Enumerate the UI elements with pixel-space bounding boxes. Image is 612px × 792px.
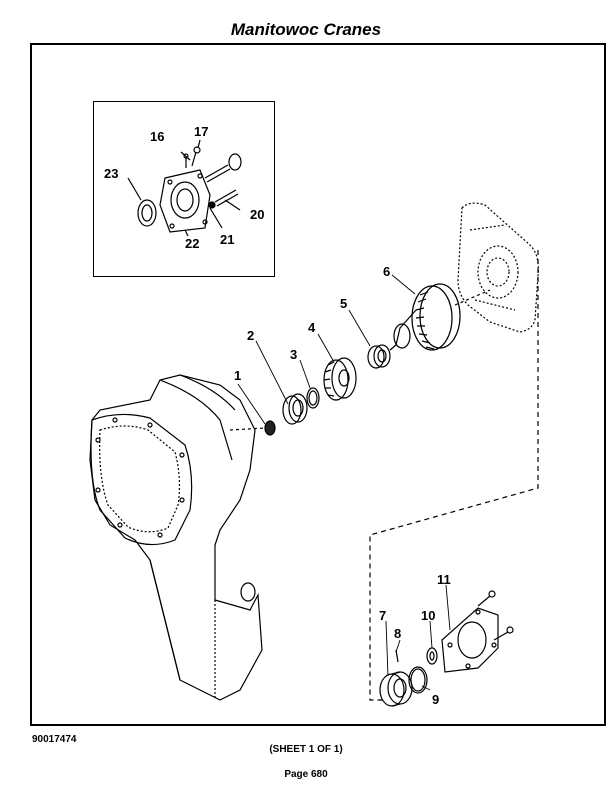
callout-6: 6 [383,264,390,279]
inset-assembly [127,139,242,237]
callout-23: 23 [104,166,118,181]
callout-22: 22 [185,236,199,251]
callout-2: 2 [247,328,254,343]
callout-3: 3 [290,347,297,362]
callout-5: 5 [340,296,347,311]
gear-4 [323,357,357,401]
callout-1: 1 [234,368,241,383]
lower-assembly [379,590,514,707]
callout-17: 17 [194,124,208,139]
diagram-frame [30,43,606,726]
drawing-number: 90017474 [32,734,77,745]
callout-9: 9 [432,692,439,707]
nut-1 [264,420,276,436]
callout-4: 4 [308,320,316,335]
sheet-label: (SHEET 1 OF 1) [269,744,343,755]
page-title: Manitowoc Cranes [230,20,382,39]
rear-cover-plate [457,202,539,333]
callout-8: 8 [394,626,401,641]
detail-inset-box [93,101,275,277]
bearing-2 [282,393,308,425]
page-number: Page 680 [284,769,328,780]
output-gear-shaft [389,283,491,351]
callout-20: 20 [250,207,264,222]
snap-ring-3 [306,387,320,409]
callout-10: 10 [421,608,435,623]
transmission-housing [89,374,266,701]
callout-11: 11 [437,572,451,587]
callout-7: 7 [379,608,386,623]
bearing-5 [367,344,391,369]
callout-numbers: 1 2 3 4 5 6 7 8 9 10 11 16 17 20 21 22 2… [104,124,451,707]
callout-leaders [237,274,451,691]
callout-21: 21 [220,232,234,247]
callout-16: 16 [150,129,164,144]
